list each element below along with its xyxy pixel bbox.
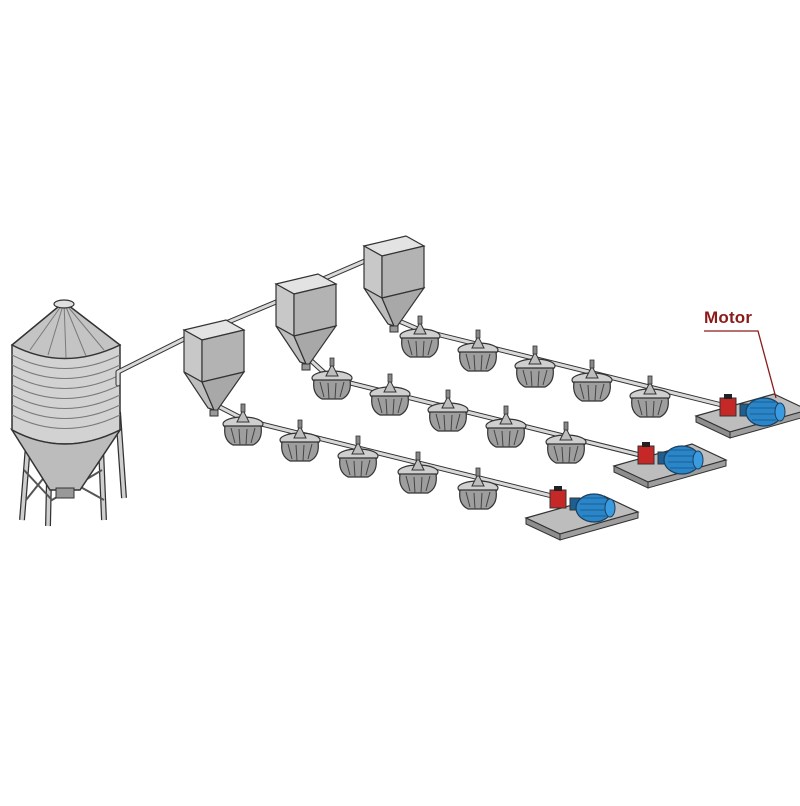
gearbox-icon <box>549 486 567 509</box>
hopper-icon <box>275 273 337 371</box>
feeder-pan-icon <box>545 421 587 464</box>
feeder-pan-icon <box>427 389 469 432</box>
drive-unit <box>525 486 639 541</box>
feeder-pan-icon <box>369 373 411 416</box>
motor-icon <box>657 445 704 475</box>
hopper-icon <box>363 235 425 333</box>
gearbox-icon <box>637 442 655 465</box>
feeder-pan-icon <box>279 419 321 462</box>
feeder-pan-icon <box>457 329 499 372</box>
hopper-icon <box>183 319 245 417</box>
feeder-pan-icon <box>571 359 613 402</box>
motor-callout-label: Motor <box>704 308 753 327</box>
callout-leader-line <box>704 330 777 399</box>
motor-icon <box>569 493 616 523</box>
motor-icon <box>739 397 786 427</box>
silo-icon <box>9 299 127 527</box>
feeder-pan-icon <box>485 405 527 448</box>
drive-unit <box>613 442 727 489</box>
drive-unit <box>695 393 800 439</box>
gearbox-icon <box>719 394 737 417</box>
feeder-pan-icon <box>514 345 556 388</box>
